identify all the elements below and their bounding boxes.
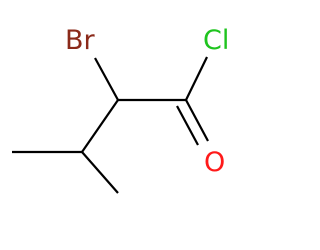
bonds [12,56,209,194]
bond-c2-br [94,57,119,101]
bond-c1-cl [185,56,208,101]
atom-label-bromine: Br [65,25,96,56]
structure-diagram: Br Cl O [12,25,229,194]
bond-c1-o-double-outer [185,99,209,142]
atom-label-oxygen: O [204,147,225,178]
atom-label-chlorine: Cl [203,25,229,56]
bond-c3-methyl-right [81,151,119,194]
bond-c1-o-double-inner [176,105,199,146]
atom-labels: Br Cl O [65,25,229,178]
bond-c2-c3 [81,99,119,153]
